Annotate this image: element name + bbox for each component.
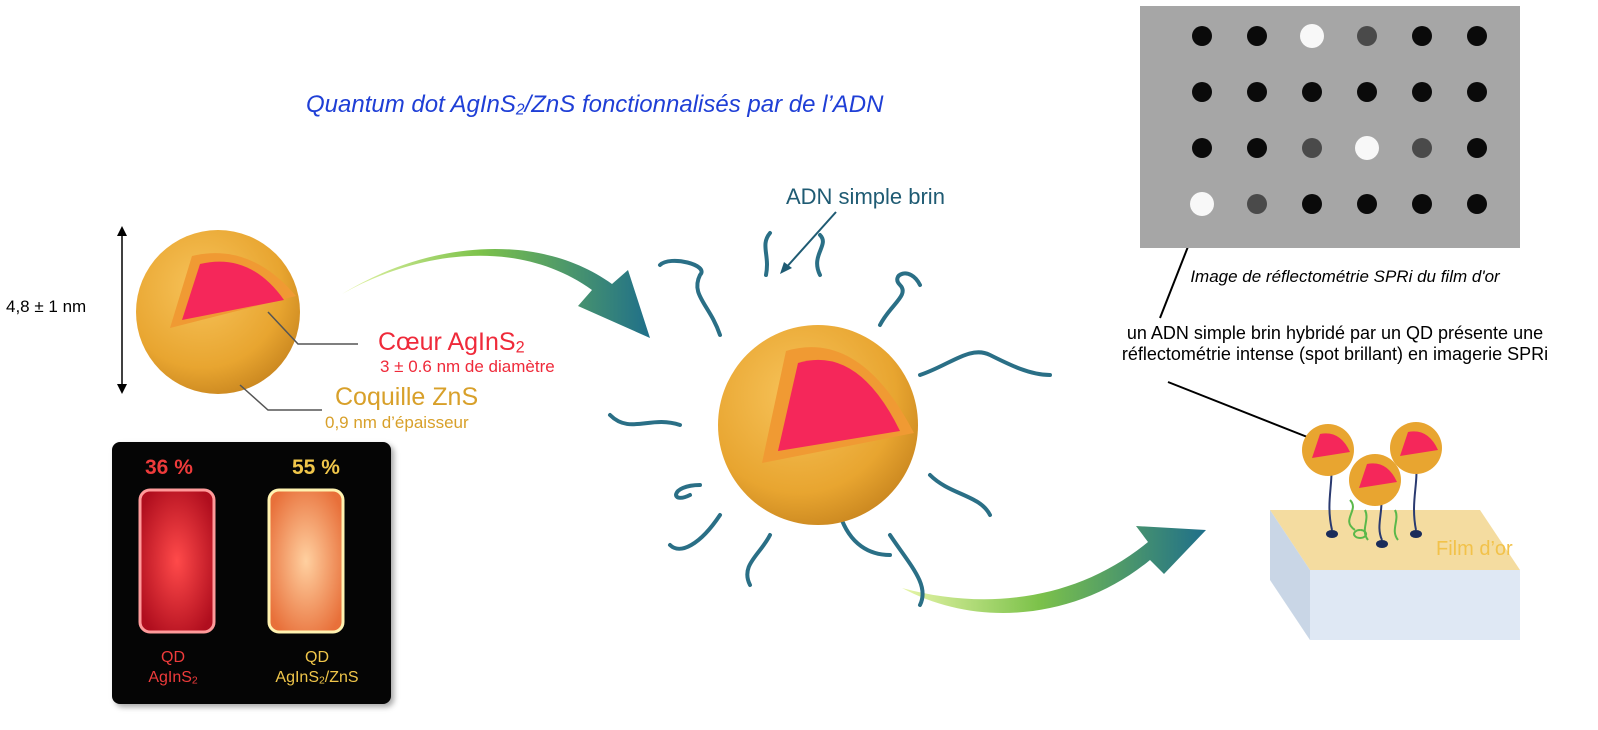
spri-spot-dark (1412, 82, 1432, 102)
gold-film-assembly (1240, 400, 1540, 650)
spri-image (1140, 6, 1520, 248)
spri-spot-gray (1302, 138, 1322, 158)
spri-spot-dark (1412, 194, 1432, 214)
attached-qds (1302, 422, 1442, 506)
spri-spot-bright (1190, 192, 1214, 216)
spri-spot-dark (1467, 194, 1487, 214)
spri-description: un ADN simple brin hybridé par un QD pré… (1072, 323, 1598, 365)
spri-spot-bright (1355, 136, 1379, 160)
spri-spot-dark (1302, 82, 1322, 102)
spri-spot-dark (1467, 138, 1487, 158)
spri-spot-dark (1192, 82, 1212, 102)
substrate-front (1310, 570, 1520, 640)
spri-spot-gray (1247, 194, 1267, 214)
spri-spot-bright (1300, 24, 1324, 48)
spri-spot-gray (1357, 26, 1377, 46)
dna-functionalized-qd (590, 225, 1060, 625)
spri-spot-dark (1192, 26, 1212, 46)
spri-spot-dark (1247, 138, 1267, 158)
gold-film-label: Film d’or (1436, 538, 1513, 561)
spri-spot-dark (1357, 194, 1377, 214)
spri-spot-dark (1357, 82, 1377, 102)
spri-spot-gray (1412, 138, 1432, 158)
spri-spot-dark (1467, 82, 1487, 102)
adn-label: ADN simple brin (786, 184, 945, 210)
spri-caption: Image de réflectométrie SPRi du film d'o… (1180, 267, 1510, 287)
spri-spot-dark (1192, 138, 1212, 158)
spri-spot-dark (1412, 26, 1432, 46)
spri-spot-dark (1247, 26, 1267, 46)
spri-spot-dark (1302, 194, 1322, 214)
spri-spot-dark (1467, 26, 1487, 46)
spri-spot-dark (1247, 82, 1267, 102)
